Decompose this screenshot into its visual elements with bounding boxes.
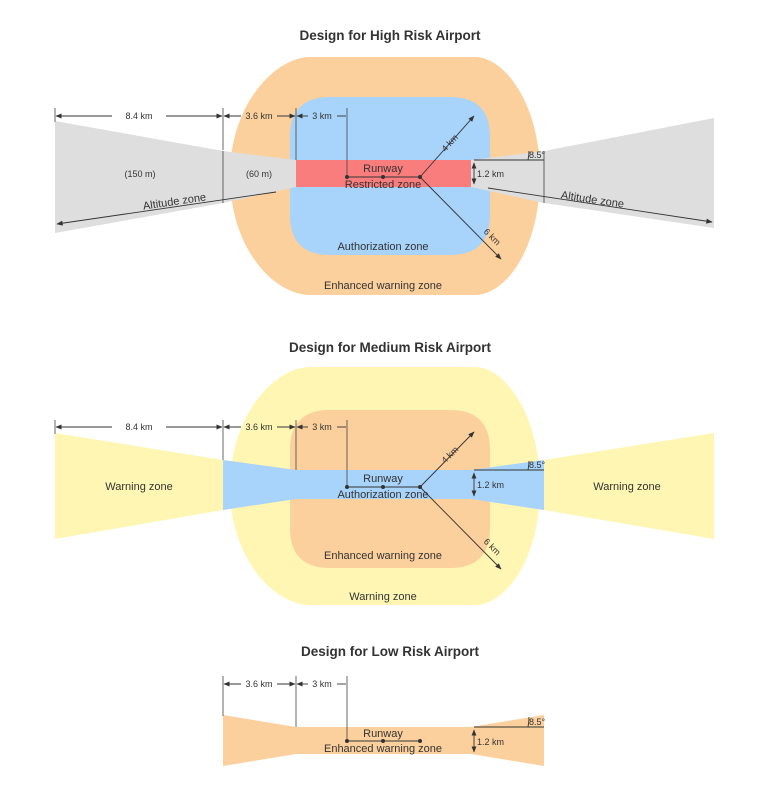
dim-3km: 3 km bbox=[312, 679, 332, 689]
angle-8-5deg: 8.5° bbox=[529, 150, 546, 160]
high-risk-title: Design for High Risk Airport bbox=[299, 28, 481, 43]
restricted-zone-label: Restricted zone bbox=[345, 179, 421, 191]
runway-label: Runway bbox=[363, 163, 403, 175]
enhanced-warning-zone-label: Enhanced warning zone bbox=[324, 743, 442, 755]
warning-zone-left-outer bbox=[55, 433, 223, 539]
angle-8-5deg: 8.5° bbox=[529, 717, 546, 727]
low-risk-design: Design for Low Risk Airport 3.6 km 3 km … bbox=[222, 644, 546, 766]
radius-4km-line bbox=[419, 431, 475, 488]
warning-zone-right-label: Warning zone bbox=[593, 481, 660, 493]
warning-zone-right-outer bbox=[544, 433, 714, 539]
enhanced-warning-zone-label: Enhanced warning zone bbox=[324, 280, 442, 292]
altitude-zone-left-inner bbox=[223, 151, 296, 203]
medium-risk-design: Design for Medium Risk Airport 8.4 km 3.… bbox=[54, 340, 714, 605]
authorization-zone-label: Authorization zone bbox=[337, 489, 428, 501]
high-risk-design: Design for High Risk Airport 8.4 km 3.6 … bbox=[54, 28, 714, 295]
warning-zone-left-label: Warning zone bbox=[105, 481, 172, 493]
runway-label: Runway bbox=[363, 473, 403, 485]
dim-3km: 3 km bbox=[312, 111, 332, 121]
authorization-left-wedge bbox=[223, 460, 296, 510]
radius-6km-line bbox=[419, 176, 502, 260]
dim-3-6km: 3.6 km bbox=[245, 422, 272, 432]
authorization-zone-label: Authorization zone bbox=[337, 241, 428, 253]
angle-8-5deg: 8.5° bbox=[529, 460, 546, 470]
medium-risk-title: Design for Medium Risk Airport bbox=[289, 340, 492, 355]
radius-6km-line bbox=[419, 486, 502, 570]
altitude-zone-right-outer bbox=[544, 118, 714, 228]
radius-4km-line bbox=[419, 115, 475, 178]
altitude-zone-left-outer bbox=[55, 121, 223, 233]
authorization-right-wedge bbox=[471, 460, 544, 510]
warning-zone-label: Warning zone bbox=[349, 591, 416, 603]
enhanced-warning-zone-label: Enhanced warning zone bbox=[324, 550, 442, 562]
low-risk-title: Design for Low Risk Airport bbox=[301, 644, 480, 659]
authorization-zone-area bbox=[296, 470, 471, 499]
altitude-150m-label: (150 m) bbox=[124, 169, 155, 179]
dim-1-2km: 1.2 km bbox=[477, 169, 504, 179]
dim-3-6km: 3.6 km bbox=[245, 111, 272, 121]
dim-8-4km: 8.4 km bbox=[125, 422, 152, 432]
dim-1-2km: 1.2 km bbox=[477, 480, 504, 490]
altitude-zone-right-inner bbox=[471, 151, 544, 203]
dim-3-6km: 3.6 km bbox=[245, 679, 272, 689]
altitude-60m-label: (60 m) bbox=[246, 169, 272, 179]
dim-3km: 3 km bbox=[312, 422, 332, 432]
dim-1-2km: 1.2 km bbox=[477, 737, 504, 747]
runway-label: Runway bbox=[363, 728, 403, 740]
restricted-zone-area bbox=[296, 160, 471, 187]
dim-8-4km: 8.4 km bbox=[125, 111, 152, 121]
